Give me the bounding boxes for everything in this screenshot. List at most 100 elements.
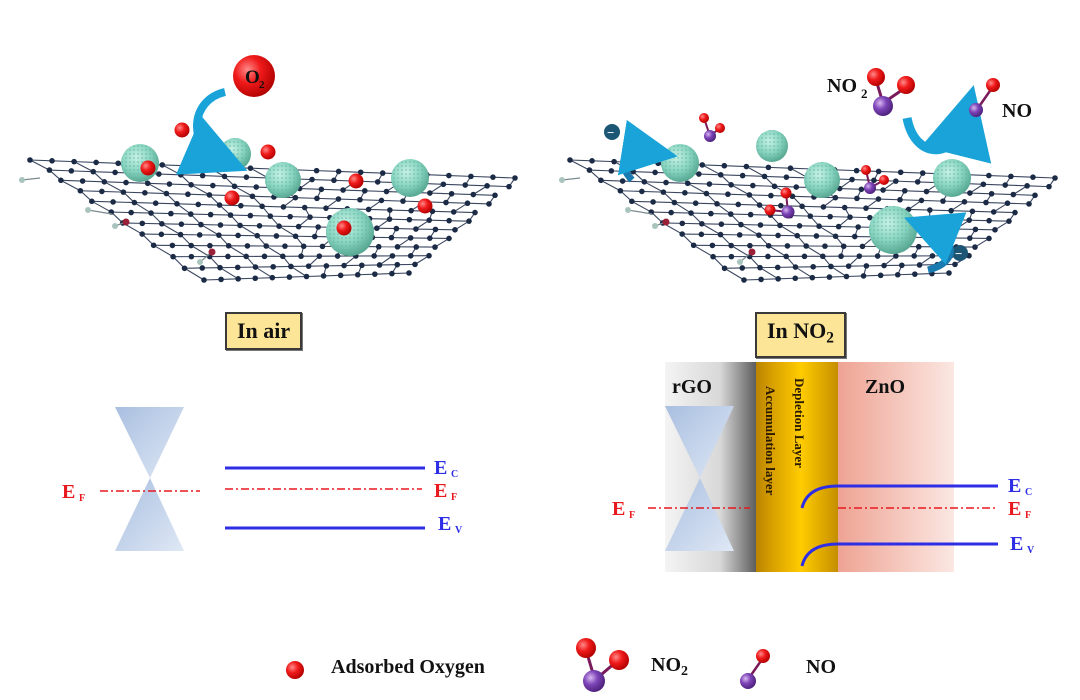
carbon-atom — [49, 158, 55, 164]
carbon-atom — [27, 157, 33, 163]
electron-icon — [604, 124, 620, 140]
carbon-atom — [698, 231, 705, 238]
graphene-bond — [738, 203, 760, 206]
svg-text:F: F — [451, 492, 457, 503]
graphene-bond — [212, 185, 235, 187]
legend-no2-icon — [576, 638, 629, 692]
carbon-atom — [123, 179, 129, 186]
carbon-atom — [787, 165, 794, 171]
carbon-atom — [178, 221, 185, 227]
graphene-bond — [101, 190, 124, 193]
graphene-bond — [852, 178, 874, 181]
carbon-atom — [619, 178, 626, 184]
carbon-atom — [721, 265, 728, 272]
graphene-bond — [698, 173, 721, 176]
carbon-atom — [688, 210, 694, 216]
carbon-atom — [980, 181, 987, 188]
carbon-atom — [335, 168, 342, 175]
carbon-atom — [235, 232, 241, 239]
nanoparticle-texture — [661, 144, 699, 182]
carbon-atom — [774, 264, 781, 271]
carbon-atom — [406, 270, 412, 276]
hydrogen-atom — [85, 207, 91, 213]
carbon-atom — [323, 205, 329, 211]
adsorbed-no2-molecules — [699, 113, 889, 219]
carbon-atom — [714, 201, 720, 207]
carbon-atom — [203, 163, 210, 170]
carbon-atom — [617, 187, 624, 194]
carbon-atom — [506, 183, 512, 190]
carbon-atom — [388, 234, 395, 241]
carbon-atom — [446, 217, 452, 224]
carbon-atom — [756, 232, 762, 238]
no2-molecule-icon — [867, 68, 915, 116]
carbon-atom — [633, 159, 639, 166]
hydrogen-atom — [652, 223, 658, 229]
carbon-atom — [926, 216, 933, 222]
nanoparticle-texture — [756, 130, 788, 162]
condition-label-no2: In NO2 — [755, 312, 846, 358]
graphene-bond — [131, 212, 152, 214]
carbon-atom — [139, 231, 145, 237]
graphene-bond — [633, 171, 656, 173]
graphene-bond — [929, 218, 950, 221]
graphene-bond — [709, 183, 732, 186]
carbon-atom — [337, 272, 344, 279]
carbon-atom — [279, 253, 286, 260]
carbon-atom — [406, 216, 413, 223]
carbon-atom — [276, 223, 282, 229]
carbon-atom — [376, 262, 383, 268]
carbon-atom — [512, 175, 518, 181]
graphene-bond — [82, 180, 105, 183]
graphene-bond — [569, 159, 590, 171]
graphene-bond — [162, 164, 182, 176]
graphene-bond — [250, 215, 271, 217]
graphene-bond — [878, 198, 900, 201]
carbon-atom — [139, 220, 146, 227]
carbon-atom — [874, 253, 881, 259]
carbon-atom — [389, 270, 395, 277]
carbon-atom — [484, 183, 490, 189]
oxygen-atom — [764, 204, 776, 216]
graphene-bond — [750, 214, 771, 216]
carbon-atom — [292, 233, 299, 240]
carbon-atom — [287, 213, 293, 220]
carbon-atom — [875, 168, 882, 175]
graphene-bond — [60, 179, 83, 182]
carbon-atom — [586, 167, 593, 173]
carbon-atom — [1002, 182, 1009, 188]
carbon-atom — [217, 264, 223, 271]
carbon-atom — [809, 274, 816, 281]
graphene-bond — [846, 275, 864, 278]
carbon-atom — [374, 225, 380, 232]
carbon-atom — [986, 172, 992, 179]
ec-label-air: E C — [434, 457, 458, 480]
carbon-atom — [911, 253, 917, 259]
graphene-bond — [206, 166, 225, 177]
carbon-atom — [168, 210, 174, 217]
graphene-bond — [653, 201, 675, 204]
carbon-atom — [217, 222, 224, 228]
graphene-bond — [228, 245, 247, 257]
graphene-bond — [620, 190, 642, 192]
carbon-atom — [247, 165, 254, 171]
carbon-atom — [775, 232, 781, 239]
functional-group-bond — [87, 209, 113, 215]
graphene-bond — [162, 164, 185, 167]
graphene-bond — [839, 187, 862, 190]
graphene-bond — [878, 170, 901, 173]
nanoparticle-texture — [219, 138, 251, 170]
adsorbed-oxygen-icon — [140, 160, 156, 176]
carbon-atom — [472, 209, 478, 216]
carbon-atom — [256, 222, 263, 229]
carbon-atom — [259, 203, 265, 210]
electron-transfer-right: − — [904, 212, 968, 274]
carbon-atom — [394, 244, 401, 250]
carbon-atom — [778, 202, 784, 209]
carbon-atom — [775, 276, 781, 282]
carbon-atom — [828, 263, 834, 270]
legend-label-no: NO — [806, 656, 836, 678]
graphene-bond — [265, 245, 284, 257]
carbon-atom — [682, 190, 688, 196]
carbon-atom — [426, 252, 432, 259]
